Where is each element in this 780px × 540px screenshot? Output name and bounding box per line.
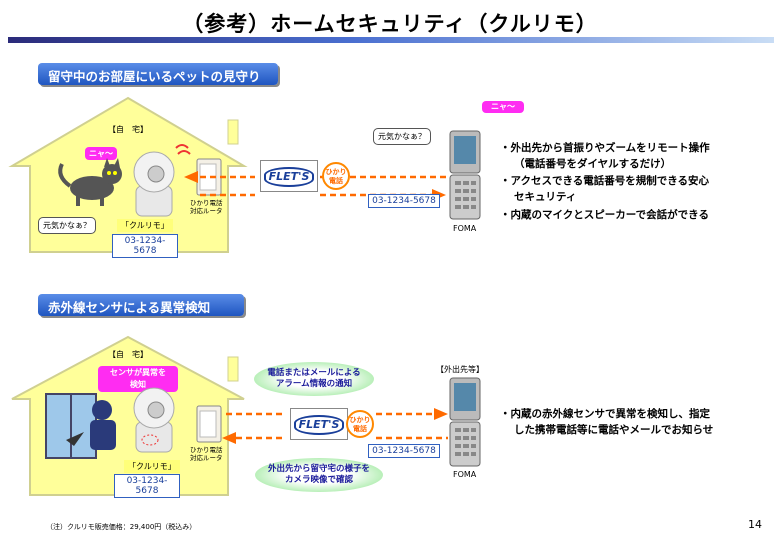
camera-check-oval: 外出先から留守宅の様子を カメラ映像で確認: [255, 458, 383, 492]
bullet-conversation: ・内蔵のマイクとスピーカーで会話ができる: [500, 209, 709, 221]
bullet-remote-control: ・外出先から首振りやズームをリモート操作: [500, 142, 710, 154]
connection-arrows-2: [222, 408, 448, 444]
home1-label: 【自 宅】: [108, 125, 148, 134]
mobile-phone-number: 03-1234-5678: [368, 194, 440, 208]
kururimo-camera-icon: [133, 151, 175, 217]
outside-label: 【外出先等】: [436, 365, 484, 374]
footnote: （注）クルリモ販売価格：29,400円（税込み）: [46, 523, 197, 531]
intruder-window-icon: [45, 393, 116, 459]
hikari-denwa-badge: ひかり 電話: [322, 162, 350, 190]
phone-meow-bubble: ニャ〜: [482, 101, 524, 113]
flets-logo-box: FLET'S: [260, 160, 318, 192]
alarm-notify-oval: 電話またはメールによる アラーム情報の通知: [254, 362, 374, 396]
router-icon: [196, 158, 222, 196]
kururimo-camera-icon-2: [133, 387, 175, 453]
cat-icon: [58, 158, 122, 206]
phone-speech-bubble: 元気かなぁ？: [373, 128, 431, 145]
signal-icon: [175, 144, 191, 155]
section1-header: 留守中のお部屋にいるペットの見守り: [38, 63, 278, 85]
home-speech-bubble: 元気かなぁ？: [38, 217, 96, 234]
kururimo-label: 「クルリモ」: [117, 219, 173, 232]
flets-logo: FLET'S: [264, 167, 314, 187]
foma-label-2: FOMA: [453, 470, 477, 479]
home-phone-number: 03-1234-5678: [112, 234, 178, 258]
flets-logo-2: FLET'S: [294, 415, 344, 435]
bullet-security: セキュリティ: [514, 191, 577, 203]
router-label: ひかり電話 対応ルータ: [190, 199, 223, 215]
section2-header: 赤外線センサによる異常検知: [38, 294, 244, 316]
router-icon-2: [196, 405, 222, 443]
hikari-denwa-badge-2: ひかり 電話: [346, 410, 374, 438]
home2-label: 【自 宅】: [108, 350, 148, 359]
bullet-notify: した携帯電話等に電話やメールでお知らせ: [514, 424, 714, 436]
bullet-infrared: ・内蔵の赤外線センサで異常を検知し、指定: [500, 408, 710, 420]
page-title: （参考）ホームセキュリティ（クルリモ）: [182, 12, 598, 36]
page-number: 14: [748, 518, 762, 531]
foma-phone-icon-2: [449, 377, 481, 467]
foma-label: FOMA: [453, 224, 477, 233]
bullet-dial-note: （電話番号をダイヤルするだけ）: [514, 158, 672, 170]
foma-phone-icon: [449, 130, 481, 220]
kururimo-label-2: 「クルリモ」: [124, 460, 180, 473]
sensor-detect-bubble: センサが異常を 検知: [98, 366, 178, 392]
flets-logo-box-2: FLET'S: [290, 408, 348, 440]
mobile-phone-number-2: 03-1234-5678: [368, 444, 440, 458]
title-underline: [8, 37, 774, 43]
home-phone-number-2: 03-1234-5678: [114, 474, 180, 498]
pet-meow-bubble: ニャ〜: [85, 147, 117, 160]
router-label-2: ひかり電話 対応ルータ: [190, 446, 223, 462]
bullet-restrict-numbers: ・アクセスできる電話番号を規制できる安心: [500, 175, 710, 187]
